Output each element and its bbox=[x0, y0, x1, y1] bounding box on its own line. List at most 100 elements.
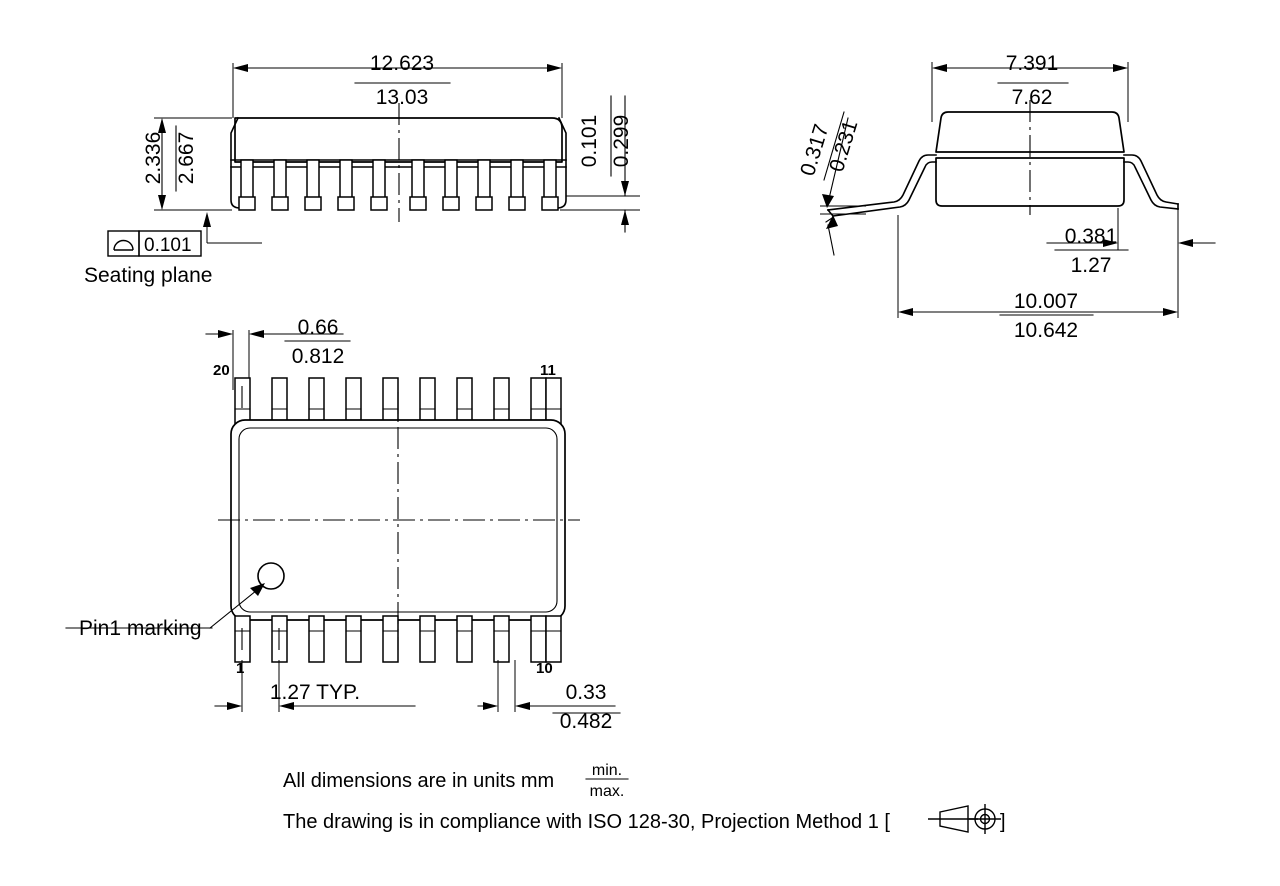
top-lead bbox=[345, 615, 362, 663]
side-width-min-label: 7.391 bbox=[1006, 52, 1059, 75]
side-thickness-leader-lower bbox=[825, 217, 833, 223]
top-lead bbox=[382, 377, 399, 425]
top-lead bbox=[308, 377, 325, 425]
side-body-upper bbox=[935, 111, 1125, 153]
cone-icon bbox=[939, 805, 969, 833]
arrow-right bbox=[218, 330, 233, 338]
arrow-right bbox=[227, 702, 242, 710]
top-lead bbox=[271, 377, 288, 425]
top-lead bbox=[308, 615, 325, 663]
pitch-label: 1.27 TYP. bbox=[270, 681, 360, 704]
top-lead bbox=[345, 377, 362, 425]
projection-method-1-icon bbox=[928, 804, 1001, 834]
frac-bar-thickness bbox=[823, 111, 845, 181]
front-lead-foot bbox=[541, 196, 559, 211]
front-body-left-draft bbox=[230, 116, 241, 209]
arrow-left bbox=[279, 702, 294, 710]
front-lead-foot bbox=[409, 196, 427, 211]
top-lead bbox=[530, 377, 547, 425]
notes-graphics bbox=[175, 82, 1129, 834]
side-span-min-label: 10.007 bbox=[1014, 290, 1078, 313]
fcf-value-cell bbox=[138, 230, 202, 257]
top-lead bbox=[419, 615, 436, 663]
top-view-upper-leads bbox=[234, 377, 562, 425]
side-foot-max-label: 1.27 bbox=[1071, 254, 1112, 277]
top-lead bbox=[493, 615, 510, 663]
front-lead-foot bbox=[442, 196, 460, 211]
arrow-up bbox=[621, 210, 629, 225]
pin1-marking-label: Pin1 marking bbox=[79, 617, 202, 640]
flatness-value-label: 0.101 bbox=[144, 235, 192, 256]
pin-number-10: 10 bbox=[536, 660, 553, 677]
pin-number-20: 20 bbox=[213, 362, 230, 379]
arrow-down bbox=[158, 195, 166, 210]
side-width-max-label: 7.62 bbox=[1012, 86, 1053, 109]
top-lead bbox=[382, 615, 399, 663]
front-lead-foot bbox=[508, 196, 526, 211]
front-lead-foot bbox=[238, 196, 256, 211]
top-lead bbox=[530, 615, 547, 663]
front-lead-foot bbox=[337, 196, 355, 211]
side-span-max-label: 10.642 bbox=[1014, 319, 1078, 342]
side-lead-right-outer bbox=[1123, 154, 1179, 205]
arrow-right bbox=[483, 702, 498, 710]
max-label: max. bbox=[590, 783, 625, 800]
front-width-max-label: 13.03 bbox=[376, 86, 429, 109]
front-body-right-draft bbox=[556, 116, 567, 209]
pin1-leader-line bbox=[209, 585, 263, 629]
arrow-right bbox=[1103, 239, 1118, 247]
leadwidth-max-label: 0.482 bbox=[560, 710, 613, 733]
front-lead-foot bbox=[475, 196, 493, 211]
arrow-right bbox=[547, 64, 562, 72]
iso-compliance-note-end: ] bbox=[1000, 811, 1006, 833]
arrow-right bbox=[1163, 308, 1178, 316]
side-lead-left-outer bbox=[827, 154, 937, 211]
pin-number-11: 11 bbox=[540, 362, 556, 379]
flatness-control-frame bbox=[107, 230, 202, 257]
side-lead-left-tip bbox=[826, 208, 835, 218]
arrow-left bbox=[898, 308, 913, 316]
arrow-down bbox=[822, 194, 834, 208]
units-note: All dimensions are in units mm bbox=[283, 770, 554, 792]
side-thickness-leader-tail bbox=[827, 224, 835, 256]
arrow-left bbox=[932, 64, 947, 72]
arrow-left bbox=[249, 330, 264, 338]
profile-surface-icon bbox=[113, 239, 134, 251]
front-lead-foot bbox=[304, 196, 322, 211]
top-lead bbox=[456, 615, 473, 663]
leadwidth-min-label: 0.33 bbox=[566, 681, 607, 704]
iso-compliance-note: The drawing is in compliance with ISO 12… bbox=[283, 811, 890, 833]
side-foot-min-label: 0.381 bbox=[1065, 225, 1118, 248]
fcf-symbol-cell bbox=[107, 230, 140, 257]
min-label: min. bbox=[592, 762, 622, 779]
side-view bbox=[820, 62, 1216, 318]
top-view bbox=[65, 330, 616, 712]
pin-number-1: 1 bbox=[236, 660, 244, 677]
top-lead bbox=[419, 377, 436, 425]
front-lead-foot bbox=[370, 196, 388, 211]
arrow-up bbox=[203, 212, 211, 227]
front-width-min-label: 12.623 bbox=[370, 52, 434, 75]
side-thickness-min-label: 0.231 bbox=[825, 118, 862, 175]
arrow-left bbox=[233, 64, 248, 72]
top-lead bbox=[493, 377, 510, 425]
front-standoff-max-label: 0.299 bbox=[610, 115, 633, 168]
front-view bbox=[107, 63, 640, 257]
arrow-up-right bbox=[250, 583, 265, 596]
top-leadlen-max-label: 0.812 bbox=[292, 345, 345, 368]
front-height-max-label: 2.667 bbox=[175, 132, 198, 185]
top-lead bbox=[456, 377, 473, 425]
top-leadlen-min-label: 0.66 bbox=[298, 316, 339, 339]
arrow-down bbox=[621, 181, 629, 196]
side-lead-right-inner bbox=[1123, 161, 1179, 210]
top-lead bbox=[545, 615, 562, 663]
side-lead-left-inner bbox=[832, 161, 937, 217]
front-height-min-label: 2.336 bbox=[142, 132, 165, 185]
arrow-up bbox=[826, 215, 838, 229]
arrow-left bbox=[1178, 239, 1193, 247]
side-thickness-leader-upper bbox=[827, 117, 849, 204]
arrow-up bbox=[158, 118, 166, 133]
side-thickness-max-label: 0.317 bbox=[796, 122, 833, 179]
